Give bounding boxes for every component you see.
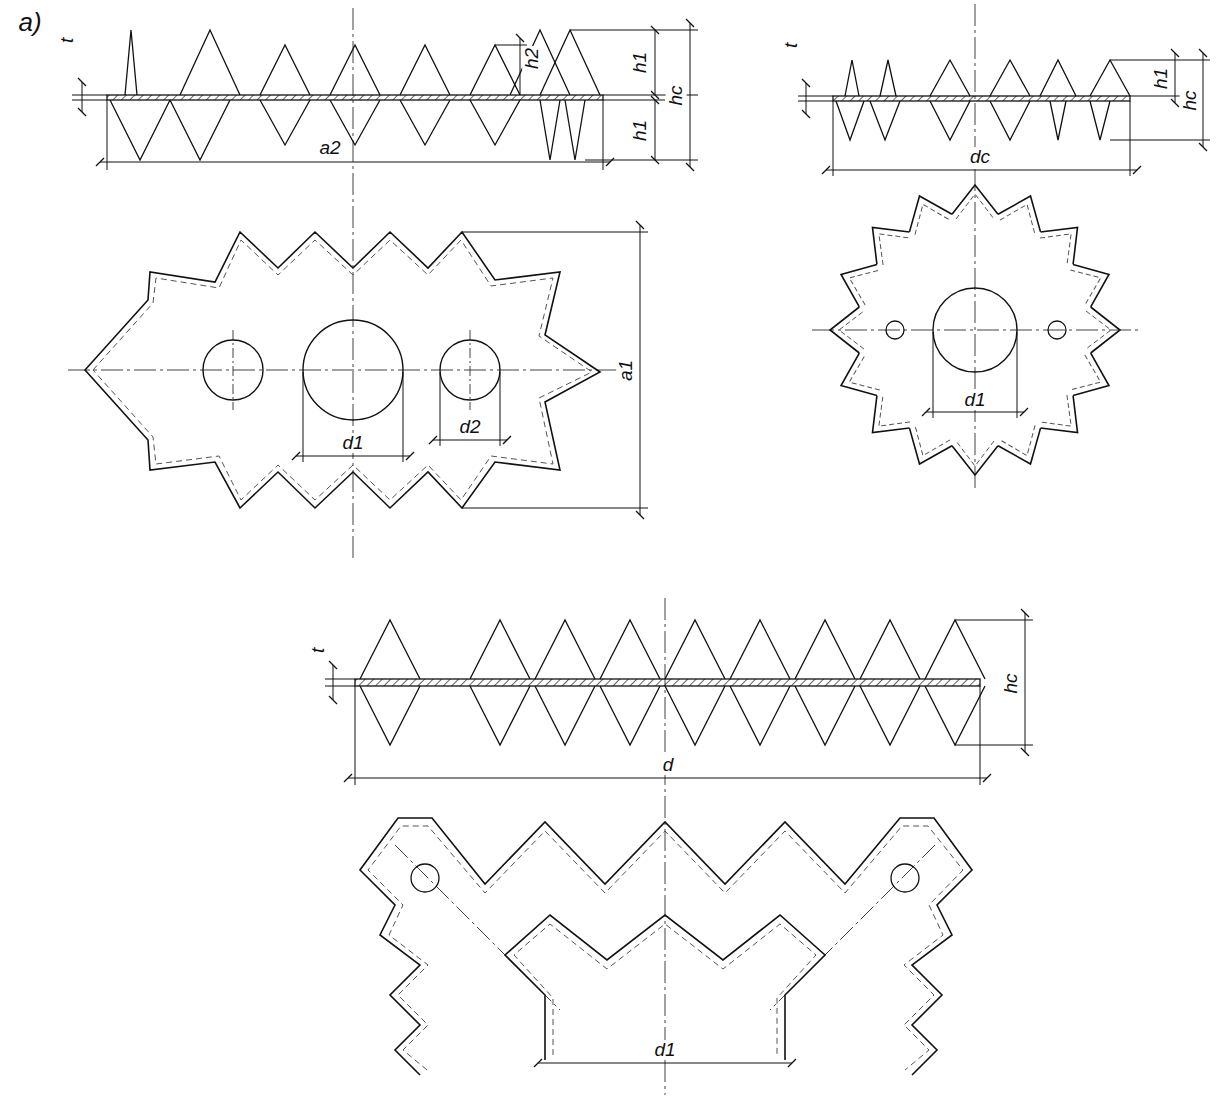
dimension-label: h1: [631, 49, 652, 74]
dimension-label: d1: [652, 1040, 677, 1061]
dimension-label: h1: [1152, 65, 1173, 90]
dimension-label: a1: [617, 357, 638, 382]
dimension-label: hc: [1180, 88, 1201, 112]
figure-letter: a): [16, 8, 43, 37]
dimension-label: d2: [457, 417, 482, 438]
dimension-label: t: [58, 35, 79, 44]
dimension-label: a2: [317, 138, 342, 159]
dimension-label: t: [782, 40, 803, 49]
dimension-label: d: [661, 755, 676, 776]
dimension-label: d1: [340, 433, 365, 454]
dimension-label: h1: [631, 117, 652, 142]
dimension-label: t: [309, 645, 330, 654]
dimension-label: dc: [968, 147, 992, 168]
dimension-label: hc: [666, 83, 687, 107]
dimension-label: h2: [523, 45, 544, 70]
dimension-label: hc: [1001, 671, 1022, 695]
dimension-label: d1: [962, 390, 987, 411]
